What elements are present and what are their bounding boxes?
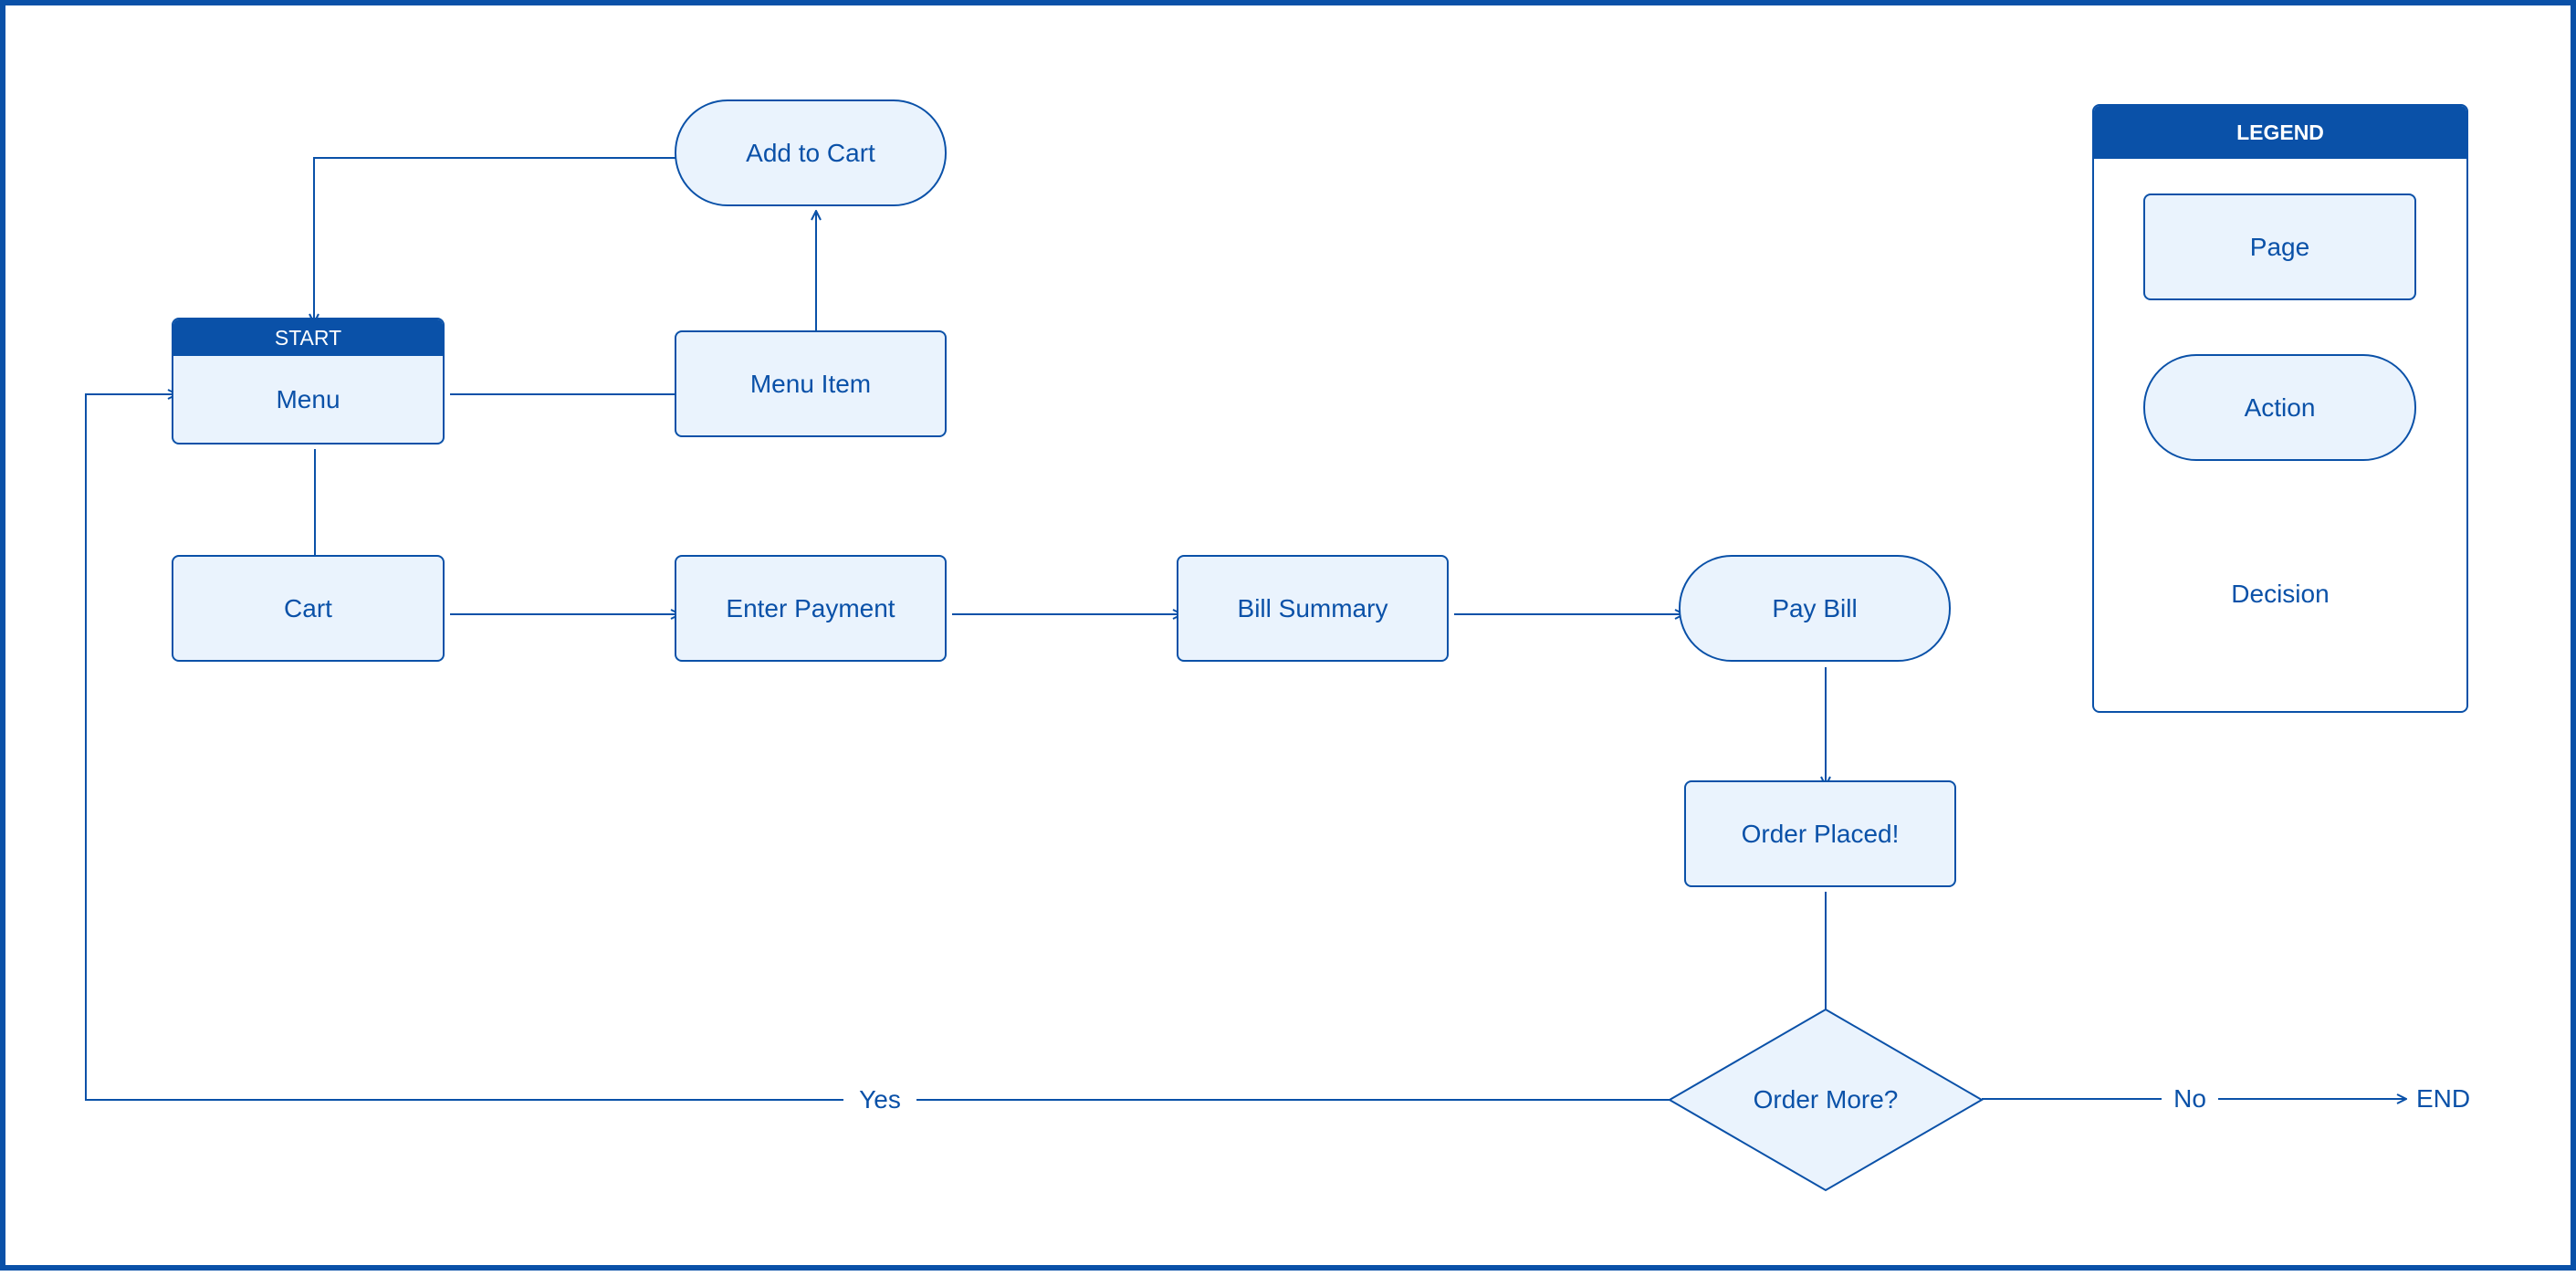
menu-start-node[interactable]: START Menu [172, 318, 445, 445]
start-tag: START [173, 319, 443, 356]
edge-decision-yes-to-menu [85, 394, 1670, 1101]
enter-payment-node[interactable]: Enter Payment [675, 555, 947, 662]
legend-page-sample: Page [2143, 193, 2416, 300]
order-placed-node[interactable]: Order Placed! [1684, 780, 1956, 887]
legend-title: LEGEND [2094, 106, 2466, 159]
add-to-cart-node[interactable]: Add to Cart [675, 99, 947, 206]
end-terminal: END [2416, 1084, 2471, 1113]
legend-decision-sample: Decision [2231, 580, 2330, 608]
cart-node[interactable]: Cart [172, 555, 445, 662]
yes-edge-label: Yes [843, 1082, 916, 1118]
decision-diamond-shape [1668, 1008, 1984, 1192]
legend-action-sample: Action [2143, 354, 2416, 461]
menu-label: Menu [276, 384, 340, 413]
edge-add-to-cart-to-menu [314, 157, 680, 323]
bill-summary-node[interactable]: Bill Summary [1177, 555, 1449, 662]
menu-item-node[interactable]: Menu Item [675, 330, 947, 437]
pay-bill-node[interactable]: Pay Bill [1679, 555, 1951, 662]
order-more-decision-node[interactable]: Order More? [1753, 1085, 1899, 1114]
no-edge-label: No [2162, 1081, 2218, 1117]
